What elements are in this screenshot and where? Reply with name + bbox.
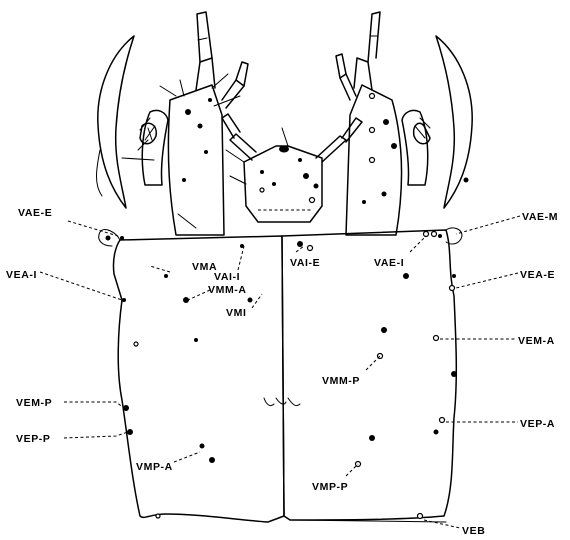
- label-vmi: VMI: [226, 307, 246, 319]
- label-veb: VEB: [462, 525, 485, 537]
- label-vae-e: VAE-E: [18, 207, 52, 219]
- label-vai-e: VAI-E: [290, 257, 320, 269]
- label-vmm-p: VMM-P: [322, 375, 360, 387]
- right-maxilla: [336, 12, 402, 235]
- right-palp: [402, 110, 430, 185]
- label-vmm-a: VMM-A: [208, 284, 247, 296]
- label-vem-p: VEM-P: [16, 397, 52, 409]
- setae-right: [297, 232, 457, 519]
- label-vep-a: VEP-A: [520, 418, 555, 430]
- label-vae-m: VAE-M: [522, 211, 558, 223]
- left-mandible: [97, 36, 135, 208]
- head-capsule: [99, 228, 462, 522]
- label-vae-i: VAE-I: [374, 257, 404, 269]
- label-vep-p: VEP-P: [16, 433, 51, 445]
- label-vem-a: VEM-A: [518, 335, 555, 347]
- leader-lines: [40, 216, 520, 528]
- label-vmp-a: VMP-A: [136, 461, 173, 473]
- left-palp: [138, 110, 168, 185]
- labium: [222, 114, 362, 222]
- label-vmp-p: VMP-P: [312, 481, 348, 493]
- label-vma: VMA: [192, 261, 217, 273]
- left-maxilla: [122, 12, 248, 235]
- right-galea: [414, 123, 469, 182]
- label-vea-i: VEA-I: [6, 269, 37, 281]
- label-vai-i: VAI-I: [214, 271, 240, 283]
- label-vea-e: VEA-E: [520, 269, 555, 281]
